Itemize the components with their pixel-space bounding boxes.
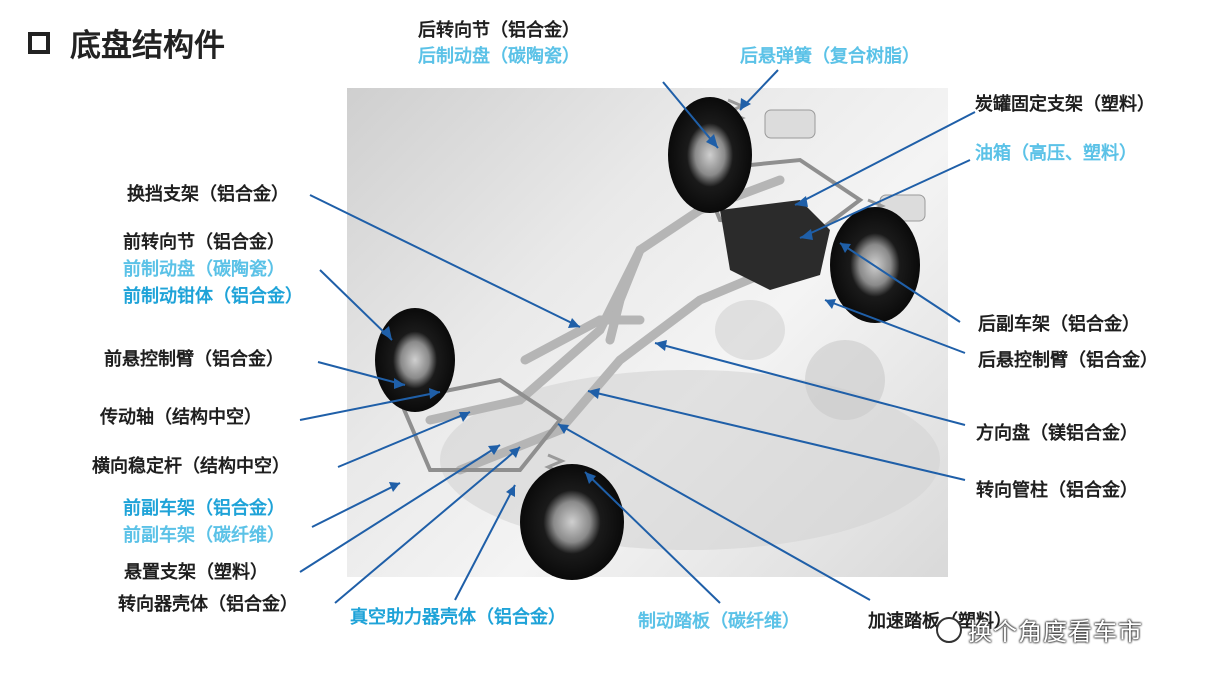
watermark: 换个角度看车市 <box>936 612 1143 647</box>
watermark-text: 换个角度看车市 <box>968 618 1143 646</box>
label-steering-housing: 转向器壳体（铝合金） <box>118 594 298 615</box>
wheel-front-right <box>520 464 624 580</box>
label-front-subframe-al: 前副车架（铝合金） <box>123 498 285 519</box>
square-bullet-icon <box>28 31 50 54</box>
label-front-disc: 前制动盘（碳陶瓷） <box>123 259 285 280</box>
canister-shape <box>764 109 816 139</box>
label-rear-disc: 后制动盘（碳陶瓷） <box>418 46 580 67</box>
label-rear-control-arm: 后悬控制臂（铝合金） <box>978 350 1158 371</box>
label-steering-column: 转向管柱（铝合金） <box>976 480 1138 501</box>
label-rear-subframe: 后副车架（铝合金） <box>978 314 1140 335</box>
label-front-knuckle: 前转向节（铝合金） <box>123 232 285 253</box>
label-brake-pedal: 制动踏板（碳纤维） <box>638 611 800 632</box>
ghost-wheel-2 <box>715 300 785 360</box>
label-vacuum-booster: 真空助力器壳体（铝合金） <box>350 607 566 628</box>
leader-lines <box>299 69 976 604</box>
label-front-caliper: 前制动钳体（铝合金） <box>123 286 303 307</box>
label-front-control-arm: 前悬控制臂（铝合金） <box>104 349 284 370</box>
label-front-subframe-cf: 前副车架（碳纤维） <box>123 525 285 546</box>
wechat-icon <box>936 616 962 643</box>
wheel-rear-left <box>668 97 752 213</box>
label-rear-spring: 后悬弹簧（复合树脂） <box>740 46 920 67</box>
label-steering-wheel: 方向盘（镁铝合金） <box>976 423 1138 444</box>
label-stabilizer-bar: 横向稳定杆（结构中空） <box>92 456 290 477</box>
label-driveshaft: 传动轴（结构中空） <box>100 407 262 428</box>
label-shifter-bracket: 换挡支架（铝合金） <box>127 184 289 205</box>
label-canister-bracket: 炭罐固定支架（塑料） <box>975 94 1155 115</box>
page-title: 底盘结构件 <box>28 20 225 65</box>
leader-arrows <box>381 98 851 497</box>
label-mount-bracket: 悬置支架（塑料） <box>124 562 268 583</box>
ghost-wheel <box>805 340 885 420</box>
fuel-tank-shape <box>720 200 830 290</box>
label-rear-knuckle: 后转向节（铝合金） <box>418 20 580 41</box>
label-fuel-tank: 油箱（高压、塑料） <box>975 143 1137 164</box>
page-title-text: 底盘结构件 <box>70 28 225 64</box>
